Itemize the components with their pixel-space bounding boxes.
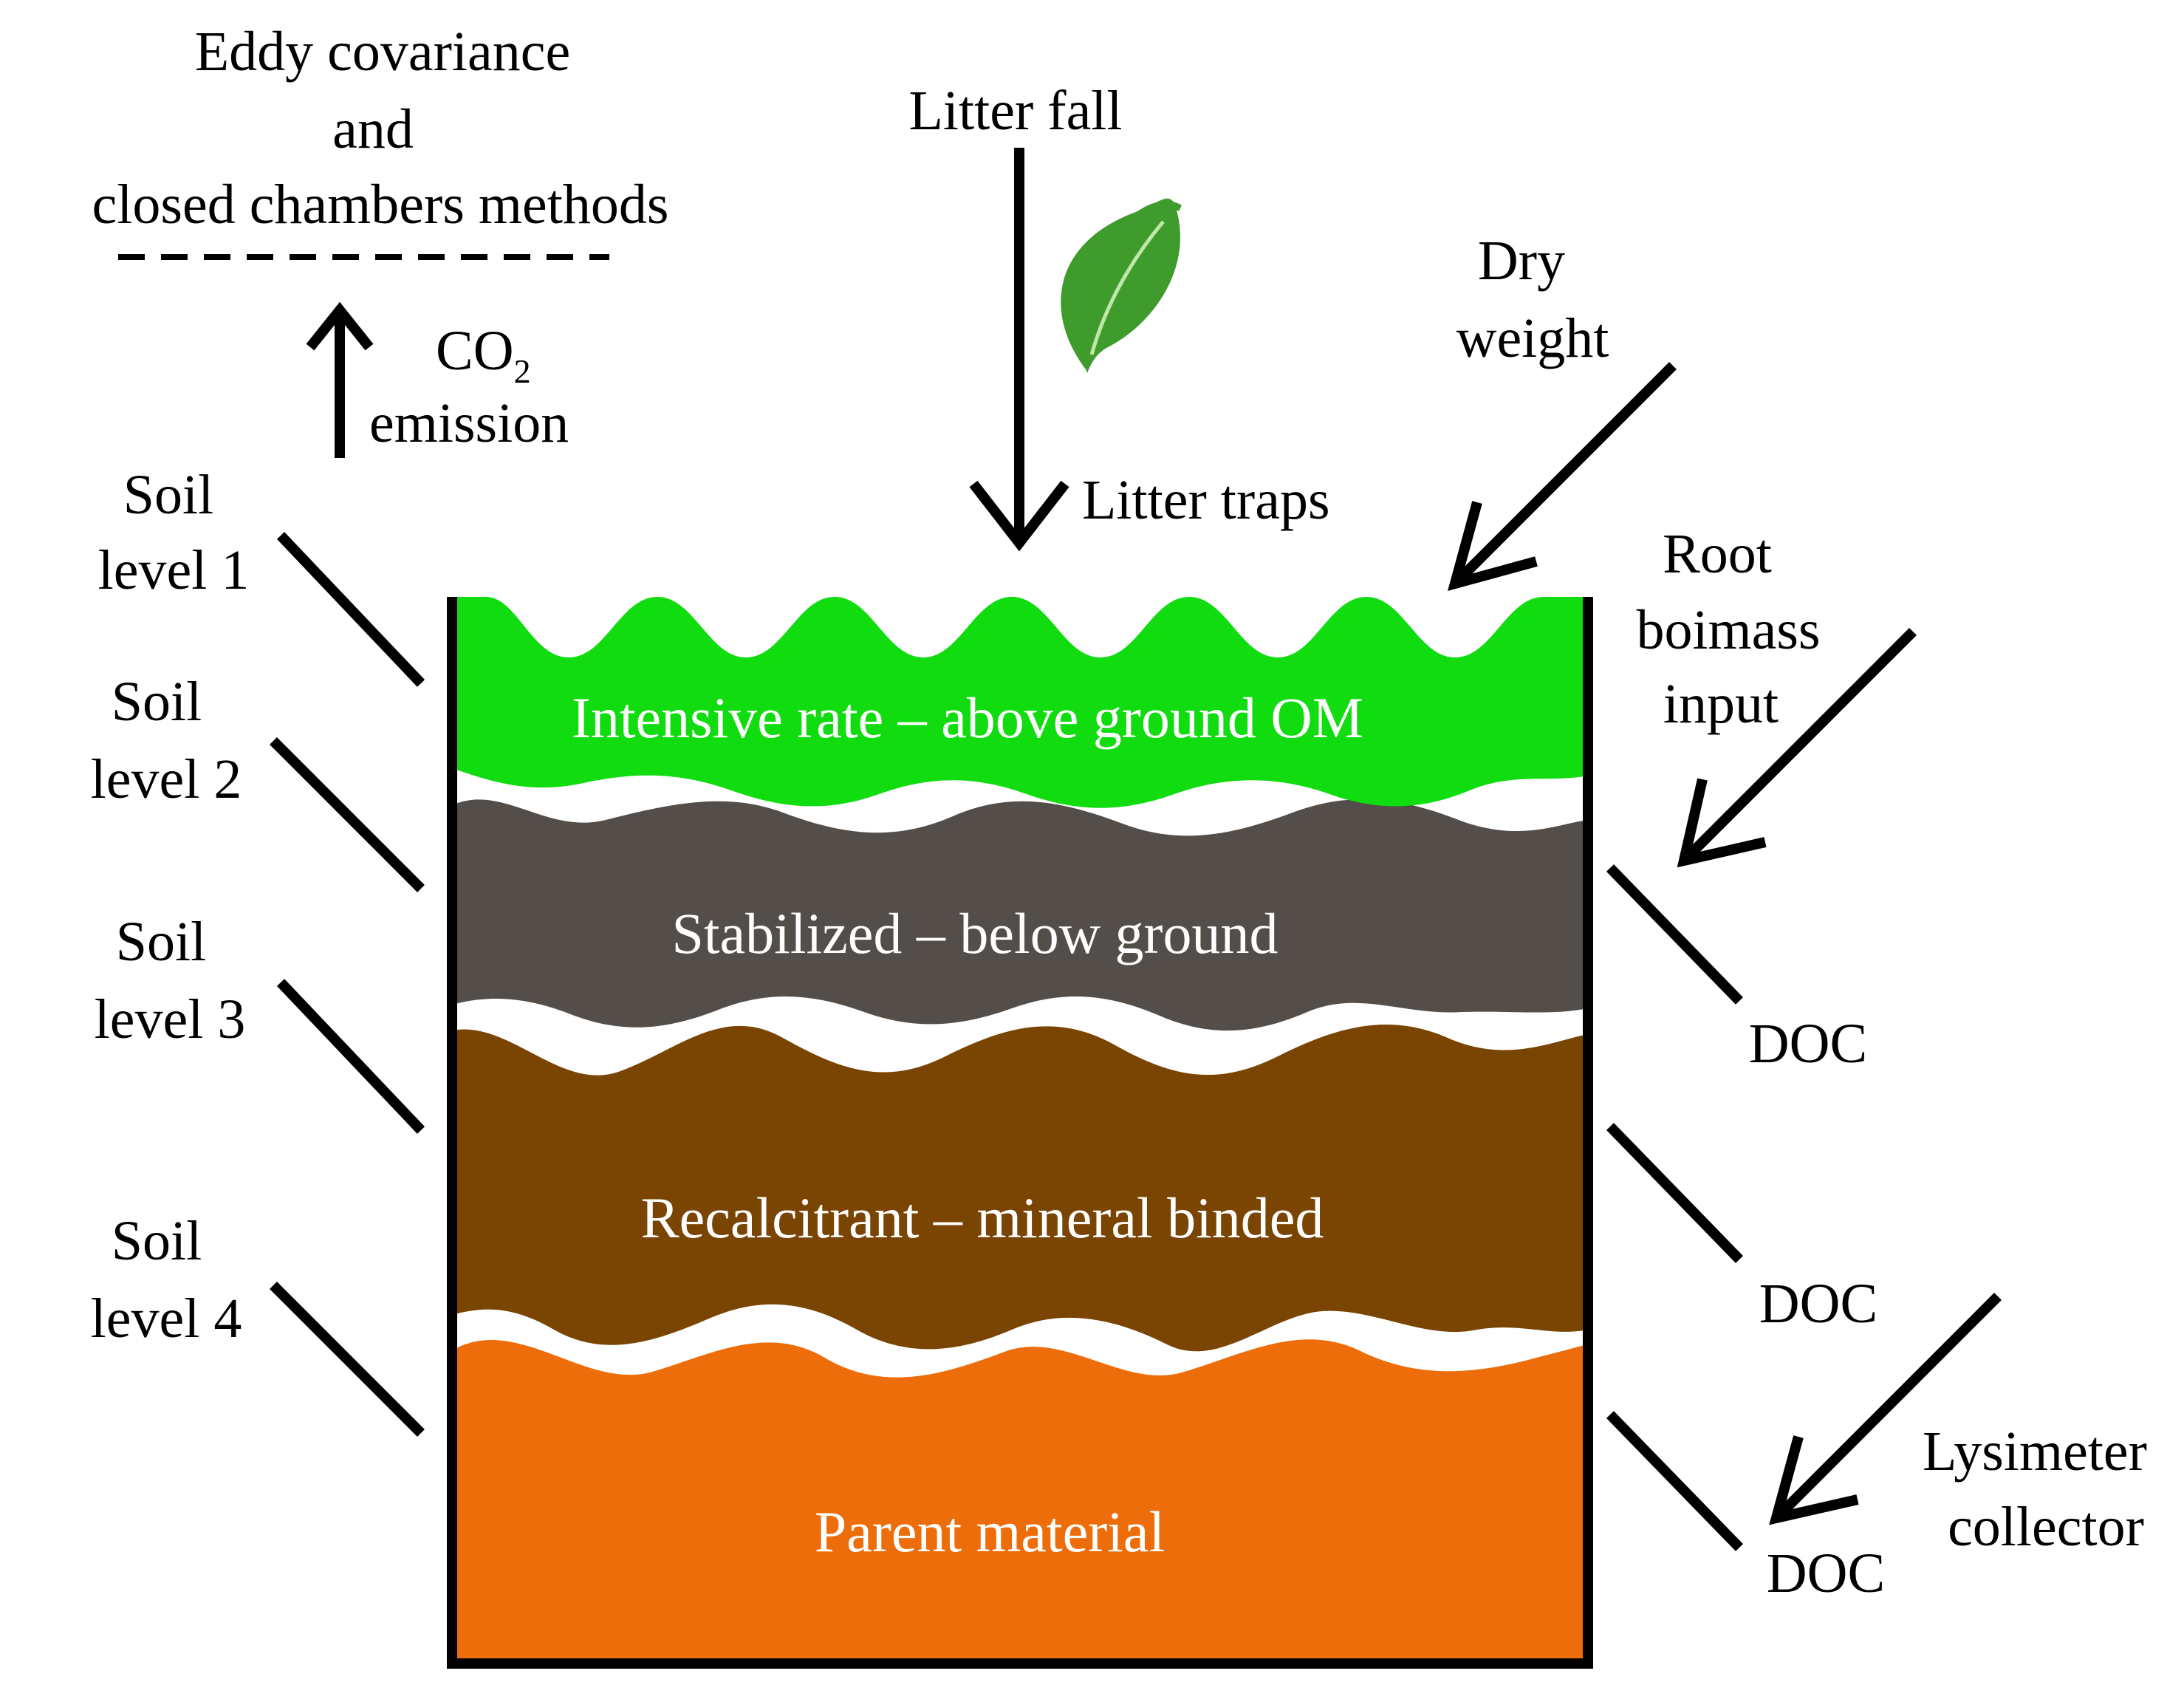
eddy-label-line3: closed chambers methods xyxy=(92,174,669,236)
soil-level-2-probe xyxy=(270,737,425,892)
soil-level-4-probe xyxy=(270,1282,425,1437)
soil-level-3-line2: level 3 xyxy=(95,988,246,1050)
co2-label: CO2 xyxy=(436,320,531,390)
soil-level-1-line1: Soil xyxy=(123,464,214,526)
container-outline xyxy=(447,597,1593,1669)
co2-up-arrow xyxy=(306,301,374,458)
leaf-icon xyxy=(1061,198,1182,373)
soil-level-3-probe xyxy=(276,979,425,1134)
layer-label-intensive: Intensive rate – above ground OM xyxy=(572,686,1363,750)
lysimeter-line2: collector xyxy=(1948,1496,2144,1558)
doc-1-label: DOC xyxy=(1749,1013,1867,1075)
soil-level-4-line1: Soil xyxy=(112,1210,202,1272)
root-line2: boimass xyxy=(1636,599,1820,661)
doc-1-probe xyxy=(1606,864,1744,1005)
doc-2-label: DOC xyxy=(1759,1273,1877,1335)
layer-label-stabilized: Stabilized – below ground xyxy=(671,901,1278,965)
dry-weight-line2: weight xyxy=(1456,307,1609,369)
lysimeter-line1: Lysimeter xyxy=(1923,1421,2147,1483)
co2-emission-label: emission xyxy=(369,392,569,454)
layer-stabilized xyxy=(452,799,1588,1031)
soil-column xyxy=(447,597,1593,1669)
root-line1: Root xyxy=(1663,523,1772,585)
layer-parent-material xyxy=(452,1339,1588,1658)
layer-recalcitrant xyxy=(452,1024,1588,1352)
soil-level-2-line2: level 2 xyxy=(91,748,242,810)
soil-level-4-line2: level 4 xyxy=(91,1288,242,1350)
layer-intensive xyxy=(452,597,1588,808)
litter-traps-label: Litter traps xyxy=(1082,469,1330,531)
doc-2-probe xyxy=(1606,1123,1744,1263)
soil-level-2-line1: Soil xyxy=(112,671,202,733)
eddy-label-line2: and xyxy=(332,98,414,160)
soil-level-1-probe xyxy=(276,532,425,687)
doc-3-label: DOC xyxy=(1767,1542,1885,1604)
layer-label-parent: Parent material xyxy=(815,1500,1165,1564)
doc-3-probe xyxy=(1606,1411,1744,1551)
layer-label-recalcitrant: Recalcitrant – mineral binded xyxy=(641,1186,1324,1250)
soil-level-3-line1: Soil xyxy=(116,911,207,973)
soil-level-1-line2: level 1 xyxy=(98,539,250,601)
root-biomass-arrow xyxy=(1677,628,1917,868)
dry-weight-arrow xyxy=(1448,362,1677,591)
dry-weight-line1: Dry xyxy=(1478,230,1565,292)
eddy-label-line1: Eddy covariance xyxy=(195,21,571,83)
root-line3: input xyxy=(1663,673,1779,735)
lysimeter-arrow xyxy=(1769,1293,2002,1525)
litter-fall-arrow xyxy=(969,148,1069,552)
litter-fall-label: Litter fall xyxy=(908,80,1122,142)
